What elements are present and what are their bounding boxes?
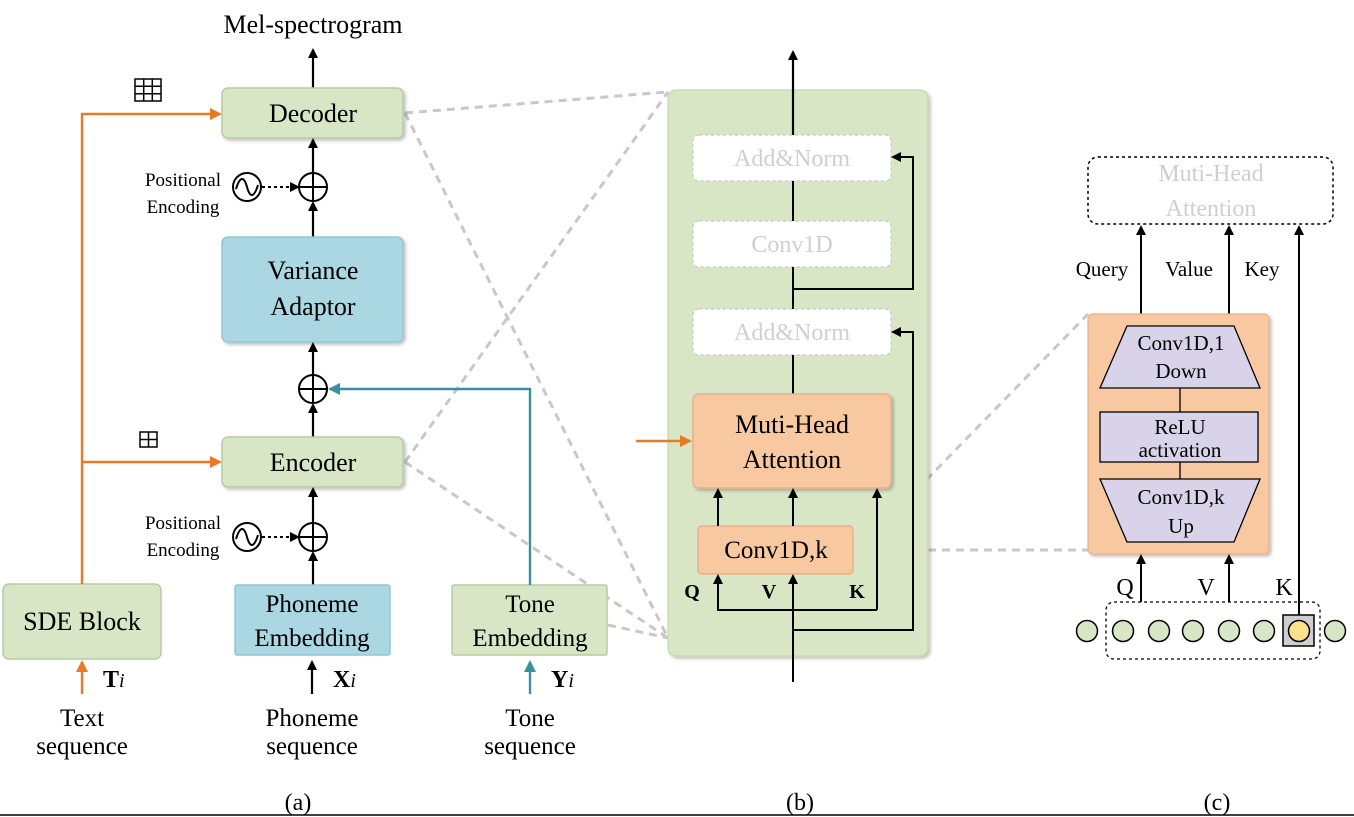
phoneme-embedding-line2: Embedding <box>254 625 370 652</box>
token <box>1147 619 1171 643</box>
panel-c-v-label: V <box>1197 575 1215 601</box>
caption-a: (a) <box>285 790 312 816</box>
text-caption-line1: Text <box>60 705 104 732</box>
relu-block <box>1099 411 1259 463</box>
conv1d-k-block <box>697 525 854 575</box>
sde-block-label: SDE Block <box>23 607 141 636</box>
attention-line1: Muti-Head <box>735 410 849 439</box>
caption-b: (b) <box>786 790 814 816</box>
decoder-label: Decoder <box>269 99 357 128</box>
token <box>1323 619 1347 643</box>
tone-caption-line1: Tone <box>505 705 555 732</box>
add-operator-middle <box>298 374 328 404</box>
residual-bottom-arrow <box>793 327 914 631</box>
tone-input-symbol: Yi <box>551 667 574 693</box>
encoder-label: Encoder <box>270 448 357 477</box>
variance-adaptor-block <box>221 236 404 343</box>
token <box>1217 619 1241 643</box>
caption-c: (c) <box>1204 790 1231 816</box>
sine-wave-icon <box>232 172 262 202</box>
sine-wave-icon <box>232 522 262 552</box>
residual-top-arrow <box>793 152 914 290</box>
conv-down-line2: Down <box>1155 359 1207 383</box>
input-branch-q <box>713 574 793 611</box>
text-input-symbol: Ti <box>103 667 125 693</box>
conv-up-line1: Conv1D,k <box>1138 485 1225 509</box>
positional-encoding-bottom-line2: Encoding <box>147 540 220 561</box>
q-label: Q <box>684 581 700 603</box>
positional-encoding-top-line1: Positional <box>145 170 221 191</box>
positional-encoding-bottom-line1: Positional <box>145 513 221 534</box>
token <box>1075 619 1099 643</box>
variance-adaptor-line2: Adaptor <box>270 292 356 321</box>
panel-c-q-label: Q <box>1116 575 1133 601</box>
token <box>1181 619 1205 643</box>
zoom-connector-lines <box>403 90 1090 640</box>
phoneme-embedding-line1: Phoneme <box>265 591 358 618</box>
phoneme-caption-line1: Phoneme <box>265 705 358 732</box>
conv-down-line1: Conv1D,1 <box>1138 331 1225 355</box>
relu-line2: activation <box>1139 438 1222 462</box>
tone-embedding-line1: Tone <box>505 591 555 618</box>
variance-adaptor-line1: Variance <box>268 256 359 285</box>
window-frame <box>1105 601 1321 660</box>
panel-c-k-label: K <box>1275 575 1293 601</box>
conv-down-block <box>1099 325 1261 389</box>
token-sequence <box>1075 619 1347 643</box>
phoneme-caption-line2: sequence <box>266 733 358 760</box>
v-label: V <box>762 581 777 603</box>
add-norm-bottom-label: Add&Norm <box>734 320 850 346</box>
attention-line2: Attention <box>743 445 841 474</box>
grid-small-icon <box>139 431 158 448</box>
add-operator-top <box>298 172 328 202</box>
panel-a: Mel-spectrogram Decoder Positional Encod… <box>2 10 608 816</box>
k-label: K <box>849 581 865 603</box>
panel-c-attention-block <box>1087 156 1334 225</box>
query-label: Query <box>1076 257 1129 281</box>
tone-to-plus-arrow <box>328 383 532 585</box>
token <box>1252 619 1276 643</box>
panel-b: Add&Norm Conv1D Add&Norm Muti-Head Atten… <box>636 50 929 816</box>
token-selected <box>1287 619 1311 643</box>
text-caption-line2: sequence <box>36 733 128 760</box>
tone-caption-line2: sequence <box>484 733 576 760</box>
add-norm-top-label: Add&Norm <box>734 146 850 172</box>
phoneme-input-symbol: Xi <box>333 667 356 693</box>
value-label: Value <box>1165 257 1213 281</box>
add-operator-bottom <box>298 522 328 552</box>
phoneme-embedding-block <box>234 584 391 656</box>
panel-c-attention-line1: Muti-Head <box>1158 161 1263 187</box>
positional-encoding-top-line2: Encoding <box>147 197 220 218</box>
panel-c-attention-line2: Attention <box>1166 196 1257 222</box>
conv-up-line2: Up <box>1168 514 1194 538</box>
conv1d-k-label: Conv1D,k <box>724 537 828 564</box>
tone-embedding-line2: Embedding <box>472 625 588 652</box>
relu-line1: ReLU <box>1154 415 1205 439</box>
mel-spectrogram-label: Mel-spectrogram <box>223 10 402 39</box>
token <box>1111 619 1135 643</box>
conv-up-block <box>1099 478 1261 543</box>
conv1d-label: Conv1D <box>751 232 832 258</box>
grid-large-icon <box>134 78 162 102</box>
sde-to-decoder-arrow <box>80 108 222 584</box>
key-label: Key <box>1245 257 1280 281</box>
panel-c: Muti-Head Attention Query Value Key Conv… <box>1075 156 1347 816</box>
